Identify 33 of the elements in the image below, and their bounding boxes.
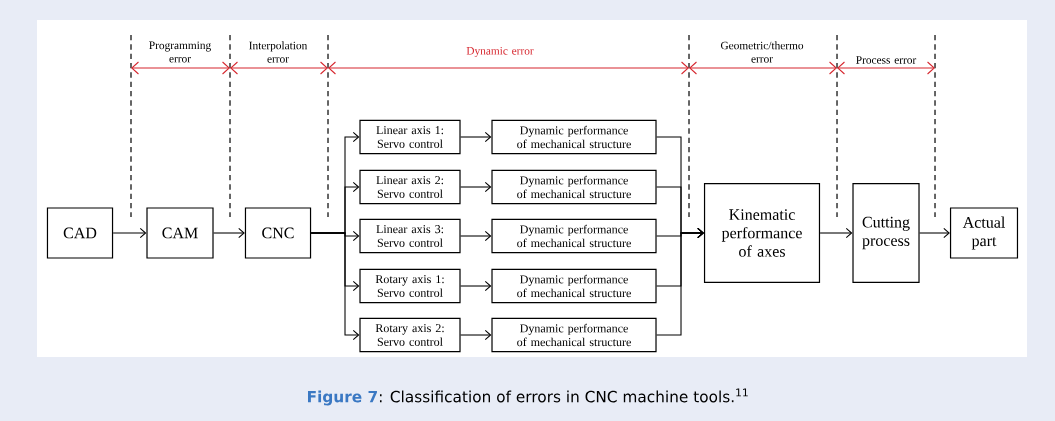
process-box: Dynamic performance of mechanical structure (491, 268, 657, 304)
arrow (112, 227, 147, 239)
arrow (460, 230, 492, 242)
arrow (460, 280, 492, 292)
process-box: Cutting process (852, 182, 920, 284)
process-box: CNC (244, 207, 312, 259)
error-label: Programming error (149, 41, 211, 63)
arrow (460, 329, 492, 341)
error-label: Interpolation error (249, 41, 308, 63)
arrow (819, 227, 853, 239)
arrow (310, 232, 360, 341)
error-label: Geometric/thermo error (720, 41, 804, 63)
arrow (460, 181, 492, 193)
process-box: CAD (46, 207, 114, 259)
arrow (656, 227, 704, 336)
process-box: Linear axis 2: Servo control (359, 169, 461, 205)
process-box: Dynamic performance of mechanical structure (491, 169, 657, 205)
figure-caption: Figure 7: Classification of errors in CNC machine tools.$^{11}$ (308, 388, 748, 406)
process-box: Rotary axis 2: Servo control (359, 317, 461, 353)
process-box: Dynamic performance of mechanical structure (491, 119, 657, 155)
process-box: CAM (146, 207, 214, 259)
arrow (213, 227, 245, 239)
arrow (460, 131, 492, 143)
arrow (919, 227, 950, 239)
process-box: Rotary axis 1: Servo control (359, 268, 461, 304)
process-box: Linear axis 1: Servo control (359, 119, 461, 155)
process-box: Dynamic performance of mechanical structure (491, 317, 657, 353)
error-label: Process error (856, 56, 917, 64)
process-box: Kinematic performance of axes (703, 182, 821, 284)
process-box: Dynamic performance of mechanical structure (491, 218, 657, 254)
process-box: Linear axis 3: Servo control (359, 218, 461, 254)
process-box: Actual part (949, 207, 1019, 259)
error-label: Dynamic error (466, 47, 534, 57)
